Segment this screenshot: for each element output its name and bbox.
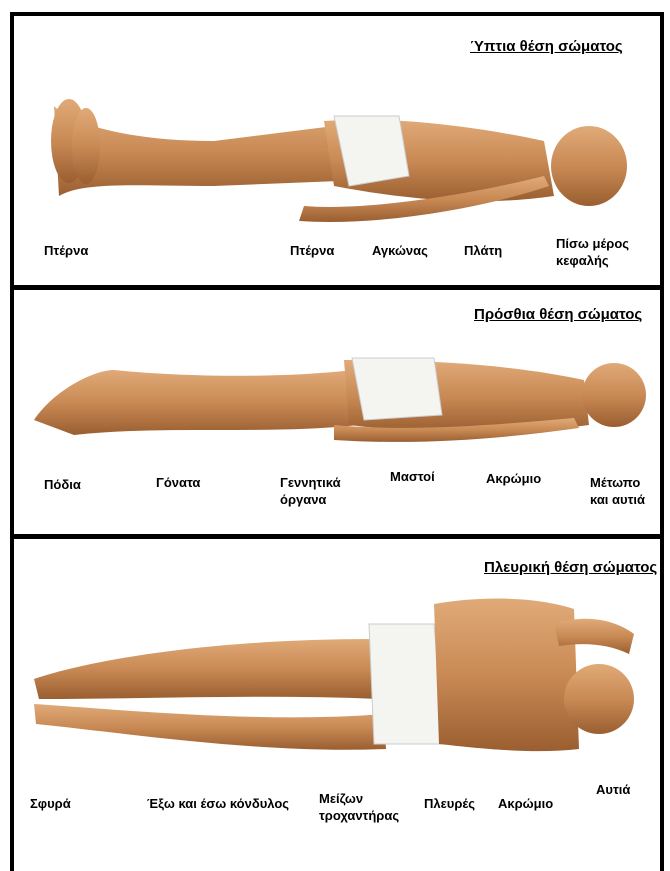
panel-prone: Πρόσθια θέση σώματος Πόδια Γόνατα Γεννητ…: [14, 290, 660, 534]
label-back: Πλάτη: [464, 242, 502, 259]
label-greater-trochanter: Μείζων τροχαντήρας: [319, 790, 399, 824]
label-malleoli: Σφυρά: [30, 795, 71, 812]
prone-body-figure: [14, 340, 660, 450]
label-genitals: Γεννητικά όργανα: [280, 474, 341, 508]
label-forehead-ears: Μέτωπο και αυτιά: [590, 474, 645, 508]
lateral-body-figure: [14, 584, 660, 764]
panel-lateral: Πλευρική θέση σώματος Σφυρά Έξω και έσω …: [14, 539, 660, 871]
label-heel-1: Πτέρνα: [44, 242, 88, 259]
label-back-of-head: Πίσω μέρος κεφαλής: [556, 235, 629, 269]
panel-supine: Ύπτια θέση σώματος Πτέρνα Πτέρνα Αγκώνας…: [14, 16, 660, 285]
supine-body-figure: [14, 86, 660, 236]
label-elbow: Αγκώνας: [372, 242, 428, 259]
label-ears: Αυτιά: [596, 781, 630, 798]
label-breasts: Μαστοί: [390, 468, 435, 485]
label-condyles: Έξω και έσω κόνδυλος: [147, 795, 289, 812]
label-acromion-2: Ακρώμιο: [498, 795, 553, 812]
label-acromion-1: Ακρώμιο: [486, 470, 541, 487]
panel-title-supine: Ύπτια θέση σώματος: [470, 38, 623, 55]
panel-title-prone: Πρόσθια θέση σώματος: [474, 306, 642, 323]
stray-dot: [660, 570, 663, 573]
label-feet: Πόδια: [44, 476, 81, 493]
label-heel-2: Πτέρνα: [290, 242, 334, 259]
label-knees: Γόνατα: [156, 474, 200, 491]
label-ribs: Πλευρές: [424, 795, 475, 812]
panel-title-lateral: Πλευρική θέση σώματος: [484, 559, 657, 576]
